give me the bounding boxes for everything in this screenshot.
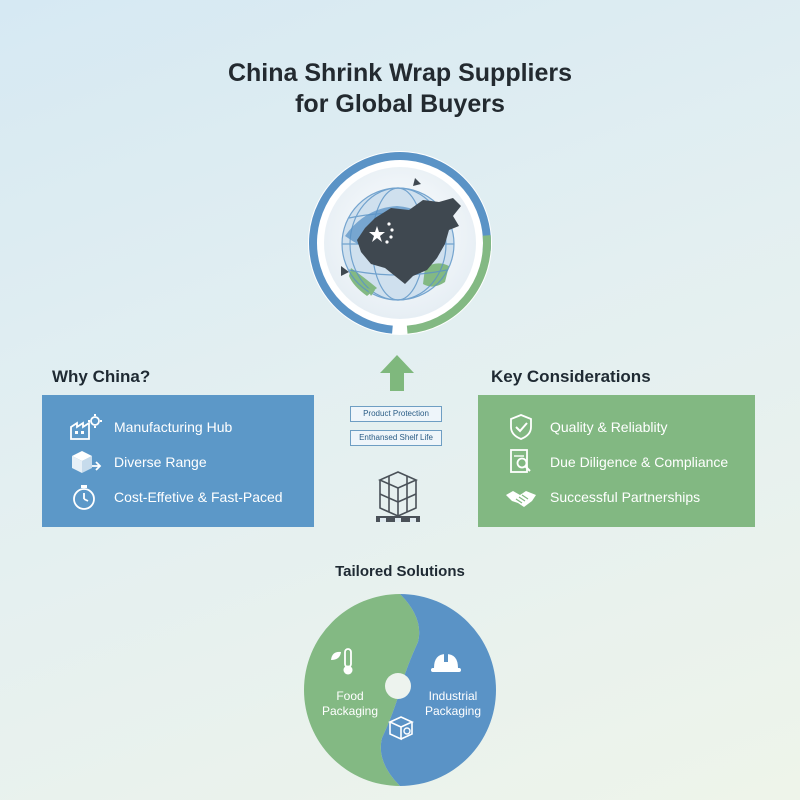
why-china-item-cost: Cost-Effetive & Fast-Paced [68,479,314,514]
why-china-heading: Why China? [52,367,151,386]
title-line-2: for Global Buyers [295,90,505,118]
stopwatch-icon [68,483,102,511]
food-label-line1: Food [336,689,364,703]
thermometer-leaf-icon [331,648,353,675]
key-considerations-heading: Key Considerations [491,367,651,386]
wrapped-pallet-icon [376,471,420,522]
tag-product-protection: Product Protection [350,406,442,422]
shield-check-icon [504,413,538,441]
why-china-item-diverse: Diverse Range [68,444,314,479]
food-packaging-label: Food Packaging [310,689,390,719]
center-benefits: Product Protection Enthansed Shelf Life [338,355,456,525]
industrial-label-line1: Industrial [428,689,478,703]
factory-gear-icon [68,413,102,441]
boxes-icon [68,448,102,476]
why-china-item-manufacturing: Manufacturing Hub [68,409,314,444]
key-item-label: Quality & Reliablity [550,418,668,435]
tag-shelf-life: Enthansed Shelf Life [350,430,442,446]
key-item-label: Due Diligence & Compliance [550,453,729,470]
globe-china-map-icon [308,151,492,335]
box-icon [388,716,414,741]
title-line-1: China Shrink Wrap Suppliers [227,59,573,87]
key-item-partnerships: Successful Partnerships [504,479,755,514]
handshake-icon [504,483,538,511]
industrial-packaging-label: Industrial Packaging [408,689,498,719]
up-arrow-icon [380,355,414,391]
why-china-panel: Manufacturing Hub Diverse Range Cost-Eff… [42,395,314,527]
key-item-due-diligence: Due Diligence & Compliance [504,444,755,479]
why-china-item-label: Diverse Range [114,453,207,470]
page-title: China Shrink Wrap Suppliers for Global B… [0,58,800,120]
document-search-icon [504,448,538,476]
food-label-line2: Packaging [321,704,379,718]
hard-hat-icon [431,652,461,672]
key-item-quality: Quality & Reliablity [504,409,755,444]
industrial-label-line2: Packaging [424,704,482,718]
why-china-item-label: Cost-Effetive & Fast-Paced [114,488,283,505]
key-item-label: Successful Partnerships [550,488,701,505]
tailored-solutions-diagram: Food Packaging Industrial Packaging [302,592,498,788]
solutions-circle [304,594,496,786]
why-china-item-label: Manufacturing Hub [114,418,233,435]
globe-illustration [305,148,495,338]
tailored-solutions-heading: Tailored Solutions [335,563,465,580]
key-considerations-panel: Quality & Reliablity Due Diligence & Com… [478,395,755,527]
